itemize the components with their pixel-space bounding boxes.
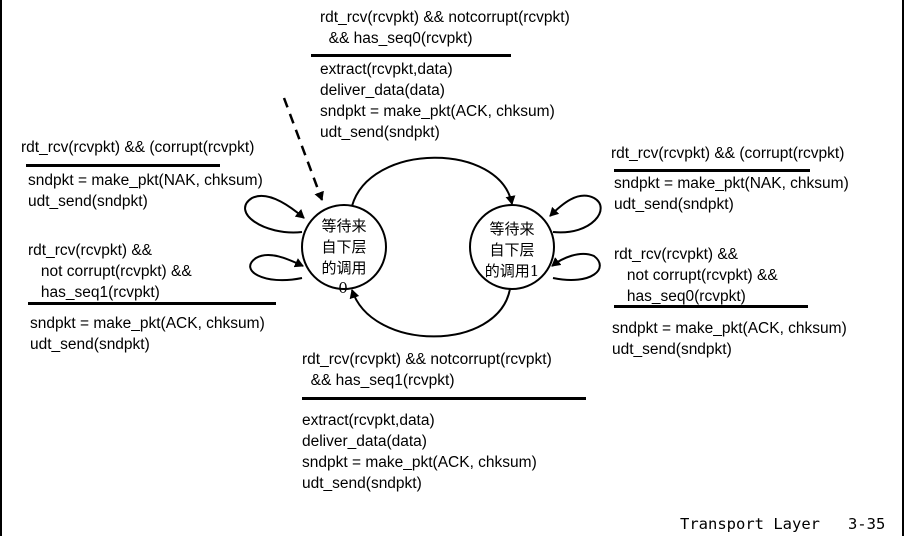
- state-0-index: 0: [338, 279, 348, 297]
- bottom-transition-actions: extract(rcvpkt,data) deliver_data(data) …: [302, 412, 537, 492]
- left-upper-transition-event: rdt_rcv(rcvpkt) && (corrupt(rcvpkt): [21, 139, 255, 156]
- initial-transition-arrow: [282, 97, 324, 201]
- right-lower-transition-event: rdt_rcv(rcvpkt) && not corrupt(rcvpkt) &…: [614, 246, 778, 305]
- left-upper-self-loop: [244, 195, 305, 234]
- top-transition-divider: [311, 54, 511, 57]
- top-transition-actions: extract(rcvpkt,data) deliver_data(data) …: [320, 61, 555, 141]
- left-lower-self-loop: [249, 254, 304, 282]
- bottom-transition-divider: [302, 397, 586, 400]
- slide-footer: Transport Layer 3-35: [680, 515, 886, 533]
- state-0-circle: [301, 204, 387, 290]
- top-transition-event: rdt_rcv(rcvpkt) && notcorrupt(rcvpkt) &&…: [320, 9, 570, 47]
- right-lower-transition-divider: [614, 305, 808, 308]
- state-1-label: 等待来 自下层 的调用1: [484, 220, 540, 280]
- bottom-transition-event: rdt_rcv(rcvpkt) && notcorrupt(rcvpkt) &&…: [302, 351, 552, 389]
- right-upper-self-loop: [549, 194, 602, 234]
- right-upper-transition-divider: [614, 169, 810, 172]
- state-0-label: 等待来 自下层 的调用: [321, 217, 367, 277]
- top-transition-arrow: [351, 156, 516, 207]
- right-upper-transition-event: rdt_rcv(rcvpkt) && (corrupt(rcvpkt): [611, 145, 845, 162]
- left-upper-transition-divider: [26, 164, 220, 167]
- right-upper-transition-actions: sndpkt = make_pkt(NAK, chksum) udt_send(…: [614, 175, 849, 213]
- left-lower-transition-actions: sndpkt = make_pkt(ACK, chksum) udt_send(…: [30, 315, 265, 353]
- right-lower-self-loop: [551, 252, 601, 281]
- bottom-transition-arrow: [349, 288, 511, 338]
- left-lower-transition-event: rdt_rcv(rcvpkt) && not corrupt(rcvpkt) &…: [28, 242, 192, 301]
- state-1-circle: [469, 204, 555, 290]
- left-lower-transition-divider: [28, 302, 276, 305]
- left-upper-transition-actions: sndpkt = make_pkt(NAK, chksum) udt_send(…: [28, 172, 263, 210]
- right-lower-transition-actions: sndpkt = make_pkt(ACK, chksum) udt_send(…: [612, 320, 847, 358]
